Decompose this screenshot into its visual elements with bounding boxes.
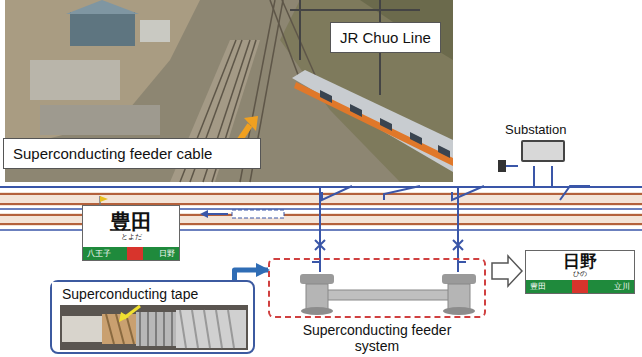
tape-photo xyxy=(60,305,248,350)
feeder-cable-system xyxy=(300,274,476,315)
adjacent-station: 日野 xyxy=(159,250,175,258)
adjacent-station: 八王子 xyxy=(87,250,111,258)
sign-marker xyxy=(572,280,588,293)
substation-box: Substation xyxy=(505,122,566,162)
adjacent-station: 豊田 xyxy=(530,283,546,291)
line-name-box: JR Chuo Line xyxy=(330,22,441,53)
station-sign: 豊田とよだ八王子 日野 xyxy=(82,205,180,261)
direction-arrow xyxy=(492,256,522,286)
station-reading: ひの xyxy=(573,271,587,278)
station-sign: 日野ひの豊田 立川 xyxy=(525,250,635,294)
pointer-arrow xyxy=(235,270,269,280)
tape-box: Superconducting tape xyxy=(50,280,255,354)
sign-flag xyxy=(100,196,108,202)
box-label: JR Chuo Line xyxy=(340,29,431,46)
sign-bar: 八王子 日野 xyxy=(83,247,179,260)
sign-name-area: 日野ひの xyxy=(526,251,634,280)
sign-name-area: 豊田とよだ xyxy=(83,206,179,247)
station-name: 豊田 xyxy=(110,212,152,233)
callout-box: Superconducting feeder cable xyxy=(3,138,261,169)
tape-label: Superconducting tape xyxy=(52,282,198,302)
feeder-system-box: Superconducting feeder system xyxy=(268,258,486,318)
substation-wire xyxy=(498,160,552,187)
substation-icon xyxy=(521,140,565,162)
sign-bar: 豊田 立川 xyxy=(526,280,634,293)
box-label: Superconducting feeder cable xyxy=(13,145,251,162)
sign-marker xyxy=(127,247,143,260)
system-label: Superconducting feeder system xyxy=(302,322,452,354)
substation-label: Substation xyxy=(505,122,566,137)
station-name: 日野 xyxy=(563,253,597,270)
station-reading: とよだ xyxy=(121,234,142,241)
adjacent-station: 立川 xyxy=(614,283,630,291)
